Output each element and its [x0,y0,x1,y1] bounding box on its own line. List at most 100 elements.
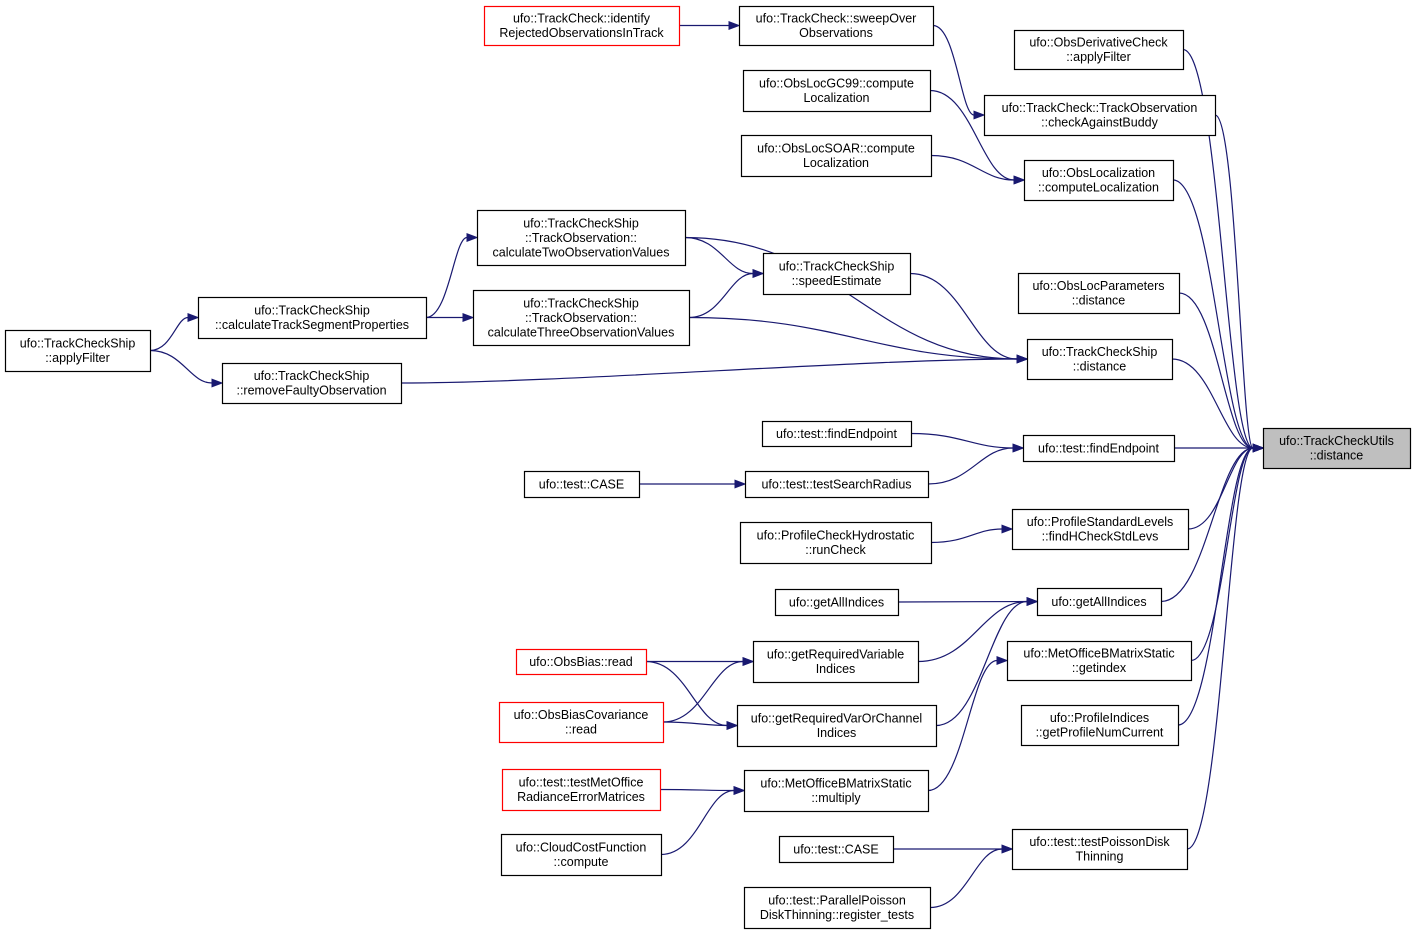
node-label-line: ::runCheck [805,543,866,557]
edge-n4-to-n7 [929,89,1015,181]
edge-n16-to-n17 [910,432,1014,449]
edge-n30-to-n18 [1177,447,1254,726]
node-ufo-trackcheckship-trackobservation-calculatetwoobservationvalues-n8[interactable]: ufo::TrackCheckShip::TrackObservation::c… [476,209,687,267]
node-label-line: ::distance [1072,294,1126,308]
node-ufo-trackcheckship-trackobservation-calculatethreeobservationvalues-n12[interactable]: ufo::TrackCheckShip::TrackObservation::c… [472,289,691,347]
node-label-line: ::getProfileNumCurrent [1036,726,1164,740]
node-label-line: ufo::TrackCheckShip [523,216,639,230]
node-label-line: ufo::test::findEndpoint [776,427,897,441]
node-box [1017,272,1181,315]
node-ufo-trackcheck-trackobservation-checkagainstbuddy-n5[interactable]: ufo::TrackCheck::TrackObservation::check… [983,94,1217,137]
node-ufo-trackcheckship-calculatetracksegmentproperties-n11[interactable]: ufo::TrackCheckShip::calculateTrackSegme… [197,296,428,340]
edge-n31-to-n32 [659,788,735,792]
node-label-line: ufo::getAllIndices [789,595,884,609]
node-ufo-test-case-n34[interactable]: ufo::test::CASE [778,835,895,864]
edge-arrowhead-n20-to-n17 [1012,443,1025,453]
node-label-line: Localization [803,156,869,170]
node-label-line: ufo::ObsLocParameters [1032,279,1164,293]
node-ufo-obslocalization-computelocalization-n7[interactable]: ufo::ObsLocalization::computeLocalizatio… [1023,159,1175,202]
node-ufo-metofficebmatrixstatic-getindex-n27[interactable]: ufo::MetOfficeBMatrixStatic::getindex [1006,640,1193,682]
node-ufo-cloudcostfunction-compute-n33[interactable]: ufo::CloudCostFunction::compute [500,833,663,877]
node-box [476,209,687,267]
node-label-line: ::read [565,723,597,737]
node-box [1026,338,1174,381]
node-label-line: ufo::MetOfficeBMatrixStatic [1023,647,1174,661]
node-ufo-test-parallelpoissondiskthinning-register-tests-n36[interactable]: ufo::test::ParallelPoissonDiskThinning::… [743,886,932,930]
edge-n10-to-n18 [1178,292,1254,449]
node-box [1262,427,1412,470]
node-ufo-getallindices-n23[interactable]: ufo::getAllIndices [1036,587,1163,617]
node-ufo-obsbias-read-n25[interactable]: ufo::ObsBias::read [515,648,648,676]
edge-n27-to-n18 [1190,447,1254,662]
node-ufo-trackcheckship-distance-n14[interactable]: ufo::TrackCheckShip::distance [1026,338,1174,381]
edge-n13-to-n11 [149,316,189,352]
node-label-line: ufo::getRequiredVariable [767,648,904,662]
edge-n24-to-n23 [897,600,1028,603]
node-ufo-getallindices-n24[interactable]: ufo::getAllIndices [774,588,900,617]
node-ufo-metofficebmatrixstatic-multiply-n32[interactable]: ufo::MetOfficeBMatrixStatic::multiply [743,769,930,813]
node-ufo-trackcheck-identifyrejectedobservationsintrack-n1[interactable]: ufo::TrackCheck::identifyRejectedObserva… [483,5,681,47]
node-box [762,252,912,296]
node-label-line: ufo::TrackCheckShip [20,337,136,351]
node-label-line: ufo::test::CASE [793,842,878,856]
node-ufo-test-testmetofficeradianceerrormatrices-n31[interactable]: ufo::test::testMetOfficeRadianceErrorMat… [501,768,662,812]
node-label-line: ::removeFaultyObservation [236,384,386,398]
edge-arrowhead-n13-to-n11 [187,312,200,323]
node-ufo-trackcheckship-speedestimate-n9[interactable]: ufo::TrackCheckShip::speedEstimate [762,252,912,296]
node-label-line: ::getindex [1072,661,1127,675]
edge-arrowhead-n35-to-n18 [1252,443,1265,453]
node-label-line: ufo::TrackCheckUtils [1279,434,1394,448]
node-box [739,521,933,565]
node-ufo-obslocgc99-computelocalization-n4[interactable]: ufo::ObsLocGC99::computeLocalization [742,69,932,113]
node-label-line: ::applyFilter [45,351,110,365]
node-ufo-obslocparameters-distance-n10[interactable]: ufo::ObsLocParameters::distance [1017,272,1181,315]
edge-arrowhead-n1-to-n2 [728,20,741,31]
node-box [1023,159,1175,202]
edge-arrowhead-n33-to-n32 [733,785,746,796]
node-box [738,5,935,47]
edges-layer [149,20,1265,909]
node-label-line: ::compute [554,855,609,869]
node-label-line: ::applyFilter [1066,50,1131,64]
node-ufo-obsderivativecheck-applyfilter-n3[interactable]: ufo::ObsDerivativeCheck::applyFilter [1013,29,1185,71]
node-ufo-test-case-n19[interactable]: ufo::test::CASE [523,470,641,499]
node-label-line: ::multiply [811,791,861,805]
edge-n23-to-n18 [1160,447,1254,603]
node-label-line: ufo::MetOfficeBMatrixStatic [760,777,911,791]
edge-n35-to-n18 [1186,447,1254,850]
node-label-line: calculateThreeObservationValues [488,325,675,339]
node-label-line: Observations [799,26,873,40]
node-label-line: ufo::TrackCheckShip [254,369,370,383]
node-ufo-profilecheckhydrostatic-runcheck-n22[interactable]: ufo::ProfileCheckHydrostatic::runCheck [739,521,933,565]
node-label-line: ufo::CloudCostFunction [516,841,647,855]
node-label-line: ::distance [1310,449,1364,463]
node-label-line: RejectedObservationsInTrack [499,26,664,40]
node-ufo-test-findendpoint-n16[interactable]: ufo::test::findEndpoint [761,420,913,448]
edge-n5-to-n18 [1214,114,1254,449]
node-box [500,833,663,877]
node-ufo-obslocsoar-computelocalization-n6[interactable]: ufo::ObsLocSOAR::computeLocalization [740,134,933,178]
edge-n9-to-n14 [909,272,1018,360]
edge-arrowhead-n29-to-n23 [1026,596,1039,607]
node-ufo-test-testsearchradius-n20[interactable]: ufo::test::testSearchRadius [744,470,930,499]
node-label-line: Localization [803,91,869,105]
node-label-line: ufo::test::ParallelPoisson [768,894,906,908]
edge-n33-to-n32 [660,789,735,856]
node-box [483,5,681,47]
node-ufo-profileindices-getprofilenumcurrent-n30[interactable]: ufo::ProfileIndices::getProfileNumCurren… [1020,704,1180,747]
node-ufo-profilestandardlevels-findhcheckstdlevs-n21[interactable]: ufo::ProfileStandardLevels::findHCheckSt… [1011,508,1190,551]
node-ufo-obsbiascovariance-read-n28[interactable]: ufo::ObsBiasCovariance::read [498,701,665,744]
node-ufo-test-findendpoint-n17[interactable]: ufo::test::findEndpoint [1022,434,1176,463]
node-box [736,704,938,748]
edge-n28-to-n29 [662,721,728,727]
edge-n20-to-n17 [927,447,1014,485]
node-box [1022,434,1176,463]
edge-n11-to-n8 [425,236,468,319]
edge-arrowhead-n19-to-n20 [734,479,747,489]
node-ufo-trackcheckship-applyfilter-n13[interactable]: ufo::TrackCheckShip::applyFilter [4,329,152,373]
node-ufo-trackcheckship-removefaultyobservation-n15[interactable]: ufo::TrackCheckShip::removeFaultyObserva… [221,362,403,405]
